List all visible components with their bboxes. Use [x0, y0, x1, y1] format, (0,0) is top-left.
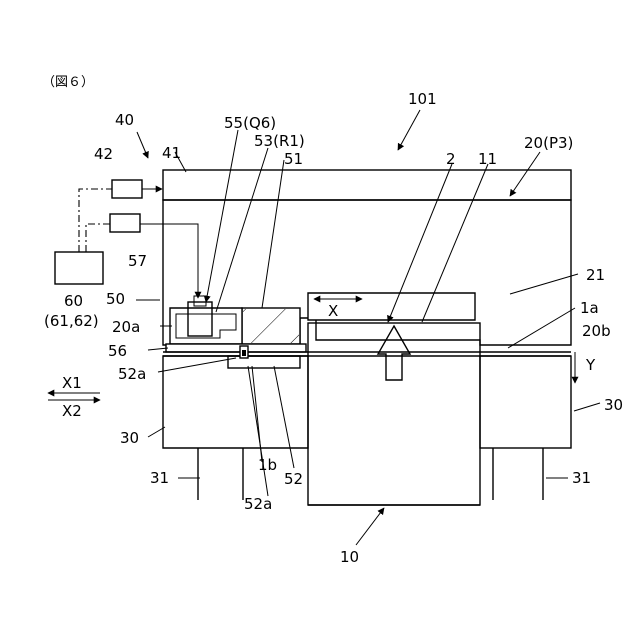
- control-units: [55, 180, 198, 298]
- label-2: 2: [446, 150, 456, 168]
- label-20b: 20b: [582, 322, 611, 340]
- label-61-62: (61,62): [44, 312, 99, 330]
- label-1b: 1b: [258, 456, 277, 474]
- label-21: 21: [586, 266, 605, 284]
- figure-caption: （図６）: [42, 75, 94, 90]
- label-52: 52: [284, 470, 303, 488]
- part-56: [166, 344, 306, 352]
- label-10: 10: [340, 548, 359, 566]
- label-y: Y: [585, 356, 596, 374]
- label-57: 57: [128, 252, 147, 270]
- label-50: 50: [106, 290, 125, 308]
- label-52a-bottom: 52a: [244, 495, 272, 513]
- label-30-right: 30: [604, 396, 623, 414]
- label-x: X: [328, 302, 338, 320]
- label-x2: X2: [62, 402, 82, 420]
- label-1a: 1a: [580, 299, 599, 317]
- label-55: 55(Q6): [224, 114, 276, 132]
- label-56: 56: [108, 342, 127, 360]
- label-11: 11: [478, 150, 497, 168]
- label-52a-left: 52a: [118, 365, 146, 383]
- punch-10: [308, 323, 480, 505]
- reference-labels: 101 40 42 41 55(Q6) 53(R1) 51 2 11 20(P3…: [44, 90, 623, 566]
- label-40: 40: [115, 111, 134, 129]
- label-x1: X1: [62, 374, 82, 392]
- controller-60: [55, 252, 103, 284]
- part-20a: [170, 308, 242, 344]
- label-53: 53(R1): [254, 132, 305, 150]
- lower-die-30-right: [480, 356, 571, 448]
- unit-42: [112, 180, 142, 198]
- label-31-right: 31: [572, 469, 591, 487]
- label-60: 60: [64, 292, 83, 310]
- label-51: 51: [284, 150, 303, 168]
- label-101: 101: [408, 90, 437, 108]
- x1-x2-arrows: [48, 393, 100, 400]
- lower-die-30-left: [163, 346, 308, 448]
- label-31-left: 31: [150, 469, 169, 487]
- label-30-left: 30: [120, 429, 139, 447]
- label-42: 42: [94, 145, 113, 163]
- label-20: 20(P3): [524, 134, 573, 152]
- label-20a: 20a: [112, 318, 140, 336]
- unit-57: [110, 214, 140, 232]
- block-51: [242, 308, 300, 344]
- label-41: 41: [162, 144, 181, 162]
